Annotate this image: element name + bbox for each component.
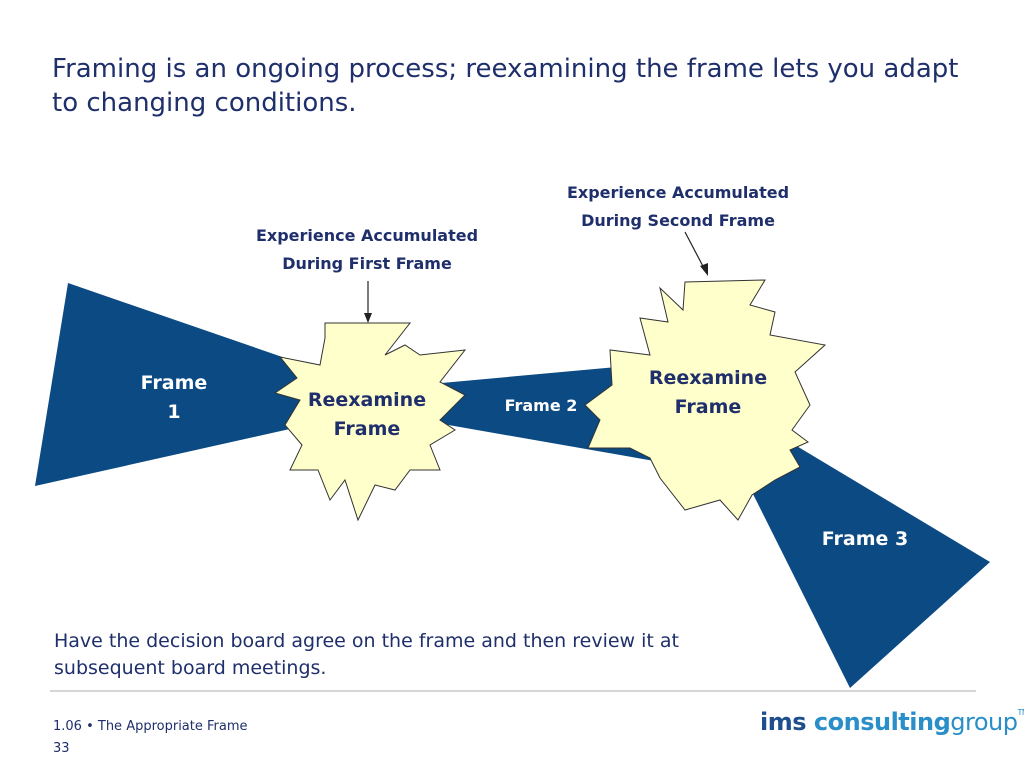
callout-2-line-2: During Second Frame (581, 211, 775, 230)
burst-2-label-line-1: Reexamine (649, 367, 767, 389)
footer-divider (50, 690, 976, 692)
burst-1-label-line-1: Reexamine (308, 389, 426, 411)
callout-2-line-1: Experience Accumulated (567, 183, 789, 202)
callout-arrowhead-2 (700, 263, 708, 276)
burst-1-label-line-2: Frame (334, 418, 401, 440)
frame-1-label-line-1: Frame (141, 372, 208, 394)
company-logo: ims consultinggroupTM (760, 708, 1024, 736)
logo-part-consulting: consulting (813, 708, 951, 736)
footer-section-label: 1.06 • The Appropriate Frame (53, 719, 248, 734)
callout-1-line-2: During First Frame (282, 254, 452, 273)
slide-title: Framing is an ongoing process; reexamini… (52, 54, 959, 118)
frame-2-label: Frame 2 (505, 396, 578, 415)
body-text: Have the decision board agree on the fra… (54, 630, 679, 679)
frame-1-label-line-2: 1 (167, 401, 180, 423)
logo-part-ims: ims (760, 708, 807, 736)
frame-3-label: Frame 3 (822, 528, 908, 550)
callout-1-line-1: Experience Accumulated (256, 226, 478, 245)
reexamine-burst-1 (273, 322, 467, 522)
callout-arrowhead-1 (364, 313, 372, 323)
logo-trademark: TM (1017, 708, 1024, 717)
burst-2-label-line-2: Frame (675, 396, 742, 418)
reexamine-burst-2 (584, 279, 827, 521)
frame-1-wedge (35, 283, 330, 486)
page-number: 33 (53, 741, 70, 756)
logo-part-group: group (950, 708, 1018, 736)
footer: 1.06 • The Appropriate Frame 33 (53, 716, 248, 760)
